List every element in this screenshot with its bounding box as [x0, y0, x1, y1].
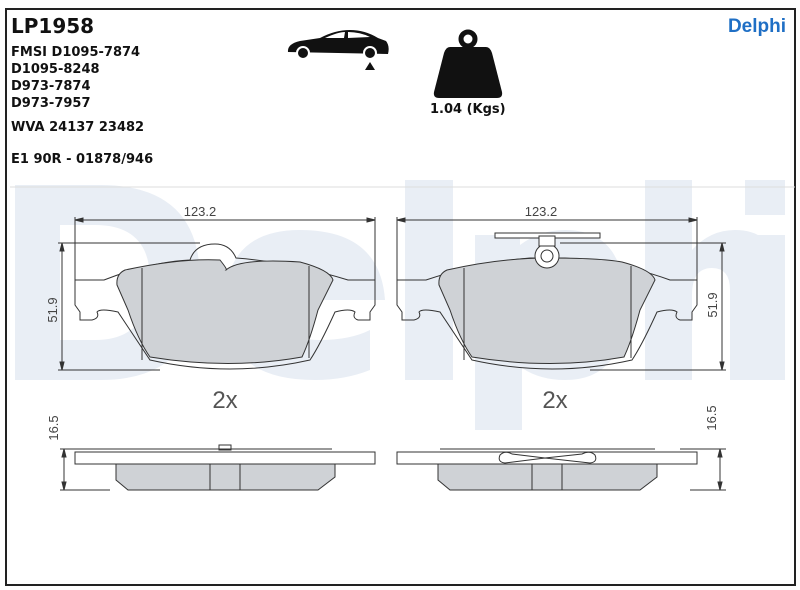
- thickness-dimension-right: 16.5: [704, 405, 719, 430]
- width-dimension-left: 123.2: [184, 204, 217, 219]
- width-dimension-right: 123.2: [525, 204, 558, 219]
- thickness-dimension-left: 16.5: [46, 415, 61, 440]
- pad-front-view-right: [396, 217, 726, 371]
- approval-number: E1 90R - 01878/946: [11, 152, 154, 167]
- quantity-left: 2x: [212, 387, 237, 414]
- height-dimension-right: 51.9: [705, 292, 720, 317]
- quantity-right: 2x: [542, 387, 567, 414]
- drawing-frame: [5, 8, 796, 586]
- wva-reference: WVA 24137 23482: [11, 120, 145, 135]
- pad-side-view-right: [396, 448, 726, 491]
- pad-front-view-left: [58, 217, 376, 371]
- height-dimension-left: 51.9: [45, 297, 60, 322]
- fmsi-reference: D1095-8248: [11, 62, 100, 77]
- brand-logo: Delphi: [727, 16, 786, 37]
- product-code: LP1958: [11, 14, 95, 38]
- weight-icon: [433, 29, 503, 98]
- pad-side-view-left: [60, 444, 376, 491]
- weight-value: 1.04 (Kgs): [430, 102, 506, 117]
- fmsi-reference: D973-7957: [11, 96, 91, 111]
- fmsi-reference: D973-7874: [11, 79, 91, 94]
- fmsi-reference: FMSI D1095-7874: [11, 45, 141, 60]
- car-rear-axle-icon: [287, 30, 389, 70]
